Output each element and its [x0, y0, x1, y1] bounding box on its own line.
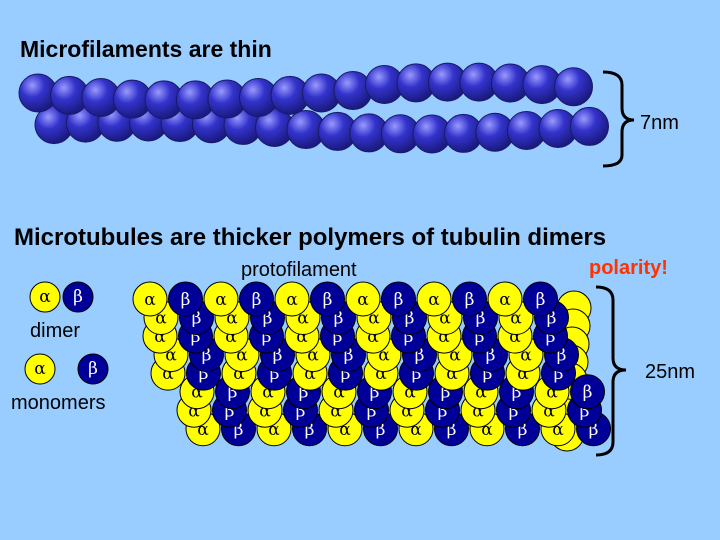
- beta-symbol: β: [405, 309, 415, 329]
- beta-symbol: β: [512, 383, 522, 403]
- beta-symbol: β: [344, 346, 354, 366]
- beta-symbol: β: [486, 346, 496, 366]
- beta-tubulin: [381, 281, 416, 317]
- beta-tubulin: [570, 374, 605, 410]
- beta-symbol: β: [199, 364, 209, 384]
- beta-symbol: β: [583, 383, 593, 403]
- beta-symbol: β: [323, 290, 333, 310]
- legend-monomer-alpha-symbol: α: [34, 359, 46, 379]
- beta-symbol: β: [367, 401, 377, 421]
- alpha-tubulin: [345, 281, 381, 317]
- beta-symbol: β: [557, 346, 567, 366]
- beta-symbol: β: [376, 420, 386, 440]
- alpha-symbol: α: [144, 290, 156, 310]
- beta-symbol: β: [475, 327, 485, 347]
- actin-monomer: [554, 67, 593, 107]
- legend-dimer-beta: [62, 281, 94, 313]
- beta-symbol: β: [370, 383, 380, 403]
- beta-symbol: β: [228, 383, 238, 403]
- beta-tubulin: [452, 281, 487, 317]
- beta-symbol: β: [181, 290, 191, 310]
- legend-dimer-alpha-symbol: α: [39, 287, 51, 307]
- protofilament-label: protofilament: [241, 259, 357, 281]
- legend-monomer-beta-symbol: β: [88, 359, 98, 379]
- beta-symbol: β: [441, 383, 451, 403]
- legend-monomer-alpha: [24, 353, 56, 385]
- beta-symbol: β: [438, 401, 448, 421]
- beta-symbol: β: [536, 290, 546, 310]
- microtubule-width-label: 25nm: [645, 361, 696, 383]
- legend-monomer-beta: [77, 353, 109, 385]
- alpha-tubulin: [203, 281, 239, 317]
- beta-symbol: β: [509, 401, 519, 421]
- alpha-symbol: α: [499, 290, 511, 310]
- beta-symbol: β: [447, 420, 457, 440]
- tubulin-legend: α β α β: [24, 281, 109, 385]
- monomers-label: monomers: [11, 392, 106, 414]
- beta-symbol: β: [334, 309, 344, 329]
- beta-tubulin: [168, 281, 203, 317]
- bracket-25nm: [595, 285, 627, 457]
- width-brackets: [595, 70, 635, 457]
- beta-symbol: β: [404, 327, 414, 347]
- beta-symbol: β: [263, 309, 273, 329]
- beta-symbol: β: [262, 327, 272, 347]
- beta-symbol: β: [476, 309, 486, 329]
- alpha-symbol: α: [428, 290, 440, 310]
- alpha-tubulin: [132, 281, 168, 317]
- polarity-label: polarity!: [589, 257, 668, 279]
- alpha-tubulin: [274, 281, 310, 317]
- beta-symbol: β: [252, 290, 262, 310]
- beta-symbol: β: [580, 401, 590, 421]
- beta-symbol: β: [192, 309, 202, 329]
- beta-symbol: β: [191, 327, 201, 347]
- beta-symbol: β: [547, 309, 557, 329]
- alpha-tubulin: [487, 281, 523, 317]
- microtubule-title: Microtubules are thicker polymers of tub…: [14, 224, 607, 251]
- beta-tubulin: [310, 281, 345, 317]
- microfilament-title: Microfilaments are thin: [20, 36, 272, 62]
- beta-symbol: β: [415, 346, 425, 366]
- beta-symbol: β: [305, 420, 315, 440]
- beta-symbol: β: [333, 327, 343, 347]
- dimer-label: dimer: [30, 320, 81, 342]
- actin-monomer: [570, 106, 609, 146]
- beta-symbol: β: [273, 346, 283, 366]
- beta-tubulin: [239, 281, 274, 317]
- alpha-tubulin: [416, 281, 452, 317]
- beta-symbol: β: [589, 420, 599, 440]
- microfilament-chain: [18, 62, 609, 154]
- beta-symbol: β: [299, 383, 309, 403]
- beta-symbol: β: [412, 364, 422, 384]
- beta-symbol: β: [202, 346, 212, 366]
- beta-symbol: β: [234, 420, 244, 440]
- beta-symbol: β: [225, 401, 235, 421]
- bracket-7nm: [602, 70, 635, 168]
- beta-symbol: β: [518, 420, 528, 440]
- beta-symbol: β: [465, 290, 475, 310]
- beta-symbol: β: [296, 401, 306, 421]
- beta-symbol: β: [554, 364, 564, 384]
- beta-symbol: β: [270, 364, 280, 384]
- beta-tubulin: [523, 281, 558, 317]
- alpha-symbol: α: [286, 290, 298, 310]
- beta-symbol: β: [394, 290, 404, 310]
- beta-symbol: β: [483, 364, 493, 384]
- microfilament-width-label: 7nm: [640, 112, 679, 134]
- beta-symbol: β: [341, 364, 351, 384]
- legend-dimer-alpha: [29, 281, 61, 313]
- legend-dimer-beta-symbol: β: [73, 287, 83, 307]
- alpha-symbol: α: [215, 290, 227, 310]
- beta-symbol: β: [546, 327, 556, 347]
- alpha-symbol: α: [357, 290, 369, 310]
